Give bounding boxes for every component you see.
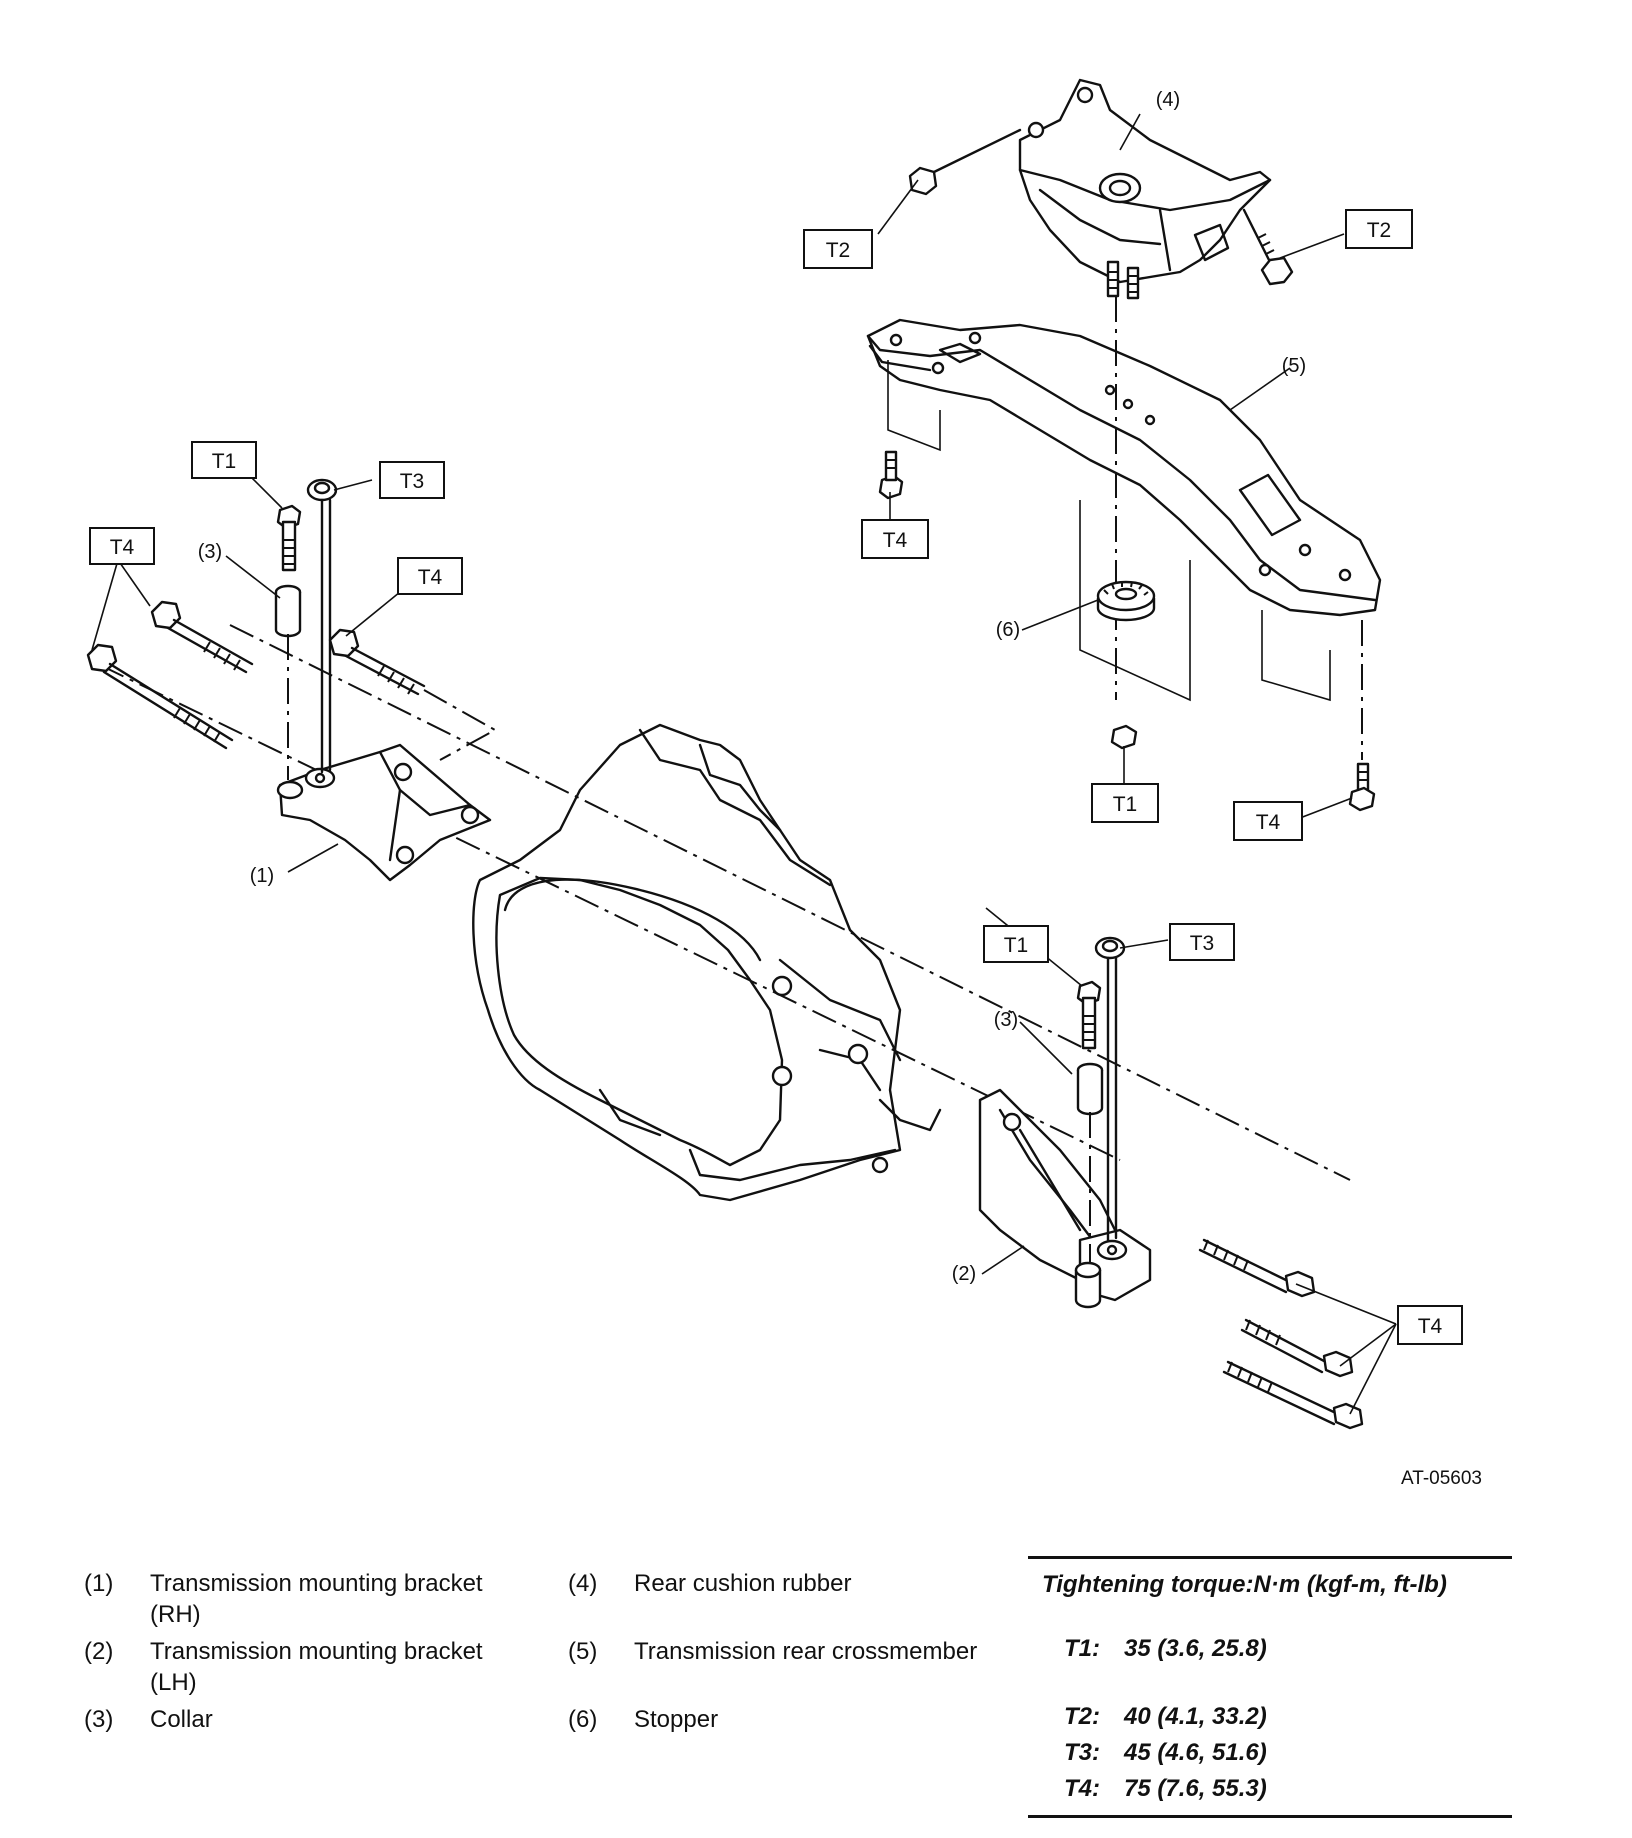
legend-text: Transmission mounting bracket (LH) [150, 1638, 483, 1696]
torque-box-t4-crossmember-left: T4 [861, 519, 929, 559]
legend-number: (6) [568, 1706, 598, 1733]
legend-text: Transmission mounting bracket (RH) [150, 1570, 483, 1628]
exploded-parts-diagram: T1 T3 T4 T4 T2 T2 T4 T1 T4 T1 T3 T4 [86, 78, 1482, 1489]
bolt-t4-rh-short [328, 628, 426, 696]
callout-4: (4) [1156, 89, 1180, 111]
bolt-t4-lh-upper [1198, 1238, 1316, 1298]
rear-cushion-rubber [1018, 78, 1272, 300]
callout-2: (2) [952, 1263, 976, 1285]
torque-box-t4-rh-b: T4 [397, 557, 463, 595]
bolt-t4-lh-mid [1240, 1318, 1354, 1378]
nut-t3-rh [306, 478, 338, 502]
transmission-rear-crossmember [866, 318, 1382, 702]
bolt-t4-crossmember-left [878, 450, 904, 500]
svg-text:T2: T2 [826, 239, 851, 262]
parts-legend: (1) Transmission mounting bracket (RH) (… [84, 1568, 1024, 1748]
torque-box-t1-rh: T1 [191, 441, 257, 479]
legend-number: (5) [568, 1638, 598, 1665]
svg-text:T3: T3 [400, 470, 425, 493]
torque-box-t4-crossmember-right: T4 [1233, 801, 1303, 841]
legend-item-5: (5) Transmission rear crossmember [568, 1636, 1008, 1670]
torque-row-t4: T4: 75 (7.6, 55.3) [1064, 1775, 1267, 1803]
bolt-t4-lh-lower [1222, 1360, 1364, 1430]
svg-text:T4: T4 [418, 566, 443, 589]
legend-number: (1) [84, 1570, 114, 1597]
legend-text: Collar [150, 1706, 213, 1733]
nut-t3-lh [1094, 936, 1126, 960]
torque-key: T4: [1064, 1775, 1100, 1802]
legend-item-4: (4) Rear cushion rubber [568, 1568, 1008, 1602]
callout-5: (5) [1282, 355, 1306, 377]
torque-box-t4-rh-a: T4 [89, 527, 155, 565]
legend-item-1: (1) Transmission mounting bracket (RH) [84, 1568, 524, 1630]
bolt-t4-crossmember-right [1348, 762, 1376, 812]
legend-text: Rear cushion rubber [634, 1570, 852, 1597]
bolt-t4-rh-mid [150, 600, 254, 674]
svg-text:T4: T4 [110, 536, 135, 559]
tightening-torque-table: Tightening torque:N·m (kgf-m, ft-lb) T1:… [1028, 1556, 1512, 1818]
torque-value: 40 (4.1, 33.2) [1124, 1703, 1267, 1730]
leader-lines [91, 113, 1397, 1415]
transmission-case [472, 723, 942, 1202]
transmission-mounting-bracket-lh [978, 1088, 1152, 1309]
torque-table-header: Tightening torque:N·m (kgf-m, ft-lb) [1042, 1571, 1447, 1598]
torque-box-t3-lh: T3 [1169, 923, 1235, 961]
svg-text:T3: T3 [1190, 932, 1215, 955]
mount-axis-line [99, 664, 1121, 1161]
svg-text:T1: T1 [212, 450, 237, 473]
legend-text: Stopper [634, 1706, 719, 1733]
svg-text:T4: T4 [1256, 811, 1281, 834]
torque-value: 75 (7.6, 55.3) [1124, 1775, 1267, 1802]
legend-number: (2) [84, 1638, 114, 1665]
stopper [1096, 580, 1156, 622]
bolt-t1-lh [1076, 980, 1102, 1050]
torque-value: 35 (3.6, 25.8) [1124, 1635, 1267, 1662]
torque-key: T2: [1064, 1703, 1100, 1730]
callout-3-rh: (3) [198, 541, 222, 563]
callout-6: (6) [996, 619, 1020, 641]
transmission-mounting-bracket-rh [276, 743, 492, 882]
bolt-t1-rh [276, 504, 302, 572]
figure-id: AT-05603 [1401, 1468, 1482, 1489]
legend-item-3: (3) Collar [84, 1704, 524, 1738]
svg-text:T4: T4 [1418, 1315, 1443, 1338]
legend-number: (4) [568, 1570, 598, 1597]
torque-box-t3-rh: T3 [379, 461, 445, 499]
svg-text:T2: T2 [1367, 219, 1392, 242]
callout-3-lh: (3) [994, 1009, 1018, 1031]
legend-text: Transmission rear crossmember [634, 1638, 978, 1665]
torque-box-t2-right: T2 [1345, 209, 1413, 249]
torque-row-t2: T2: 40 (4.1, 33.2) [1064, 1703, 1267, 1731]
svg-text:T1: T1 [1113, 793, 1138, 816]
torque-value: 45 (4.6, 51.6) [1124, 1739, 1267, 1766]
torque-box-t2-left: T2 [803, 229, 873, 269]
bolt-t2-right [1242, 208, 1294, 286]
callout-1: (1) [250, 865, 274, 887]
torque-key: T1: [1064, 1635, 1100, 1662]
legend-number: (3) [84, 1706, 114, 1733]
svg-text:T1: T1 [1004, 934, 1029, 957]
svg-text:T4: T4 [883, 529, 908, 552]
torque-box-t1-stopper: T1 [1091, 783, 1159, 823]
nut-t2-left [908, 128, 1022, 196]
legend-item-6: (6) Stopper [568, 1704, 1008, 1738]
torque-row-t1: T1: 35 (3.6, 25.8) [1064, 1635, 1267, 1663]
torque-box-t1-lh: T1 [983, 925, 1049, 963]
collar-lh [1076, 1062, 1104, 1116]
legend-item-2: (2) Transmission mounting bracket (LH) [84, 1636, 524, 1698]
torque-row-t3: T3: 45 (4.6, 51.6) [1064, 1739, 1267, 1767]
nut-t1-stopper [1110, 724, 1138, 750]
bolt-axis-line [423, 689, 498, 761]
bolt-t4-rh-long [86, 643, 234, 750]
mount-axis-line [229, 624, 1351, 1181]
collar-rh [274, 584, 302, 638]
torque-key: T3: [1064, 1739, 1100, 1766]
torque-box-t4-lh: T4 [1397, 1305, 1463, 1345]
